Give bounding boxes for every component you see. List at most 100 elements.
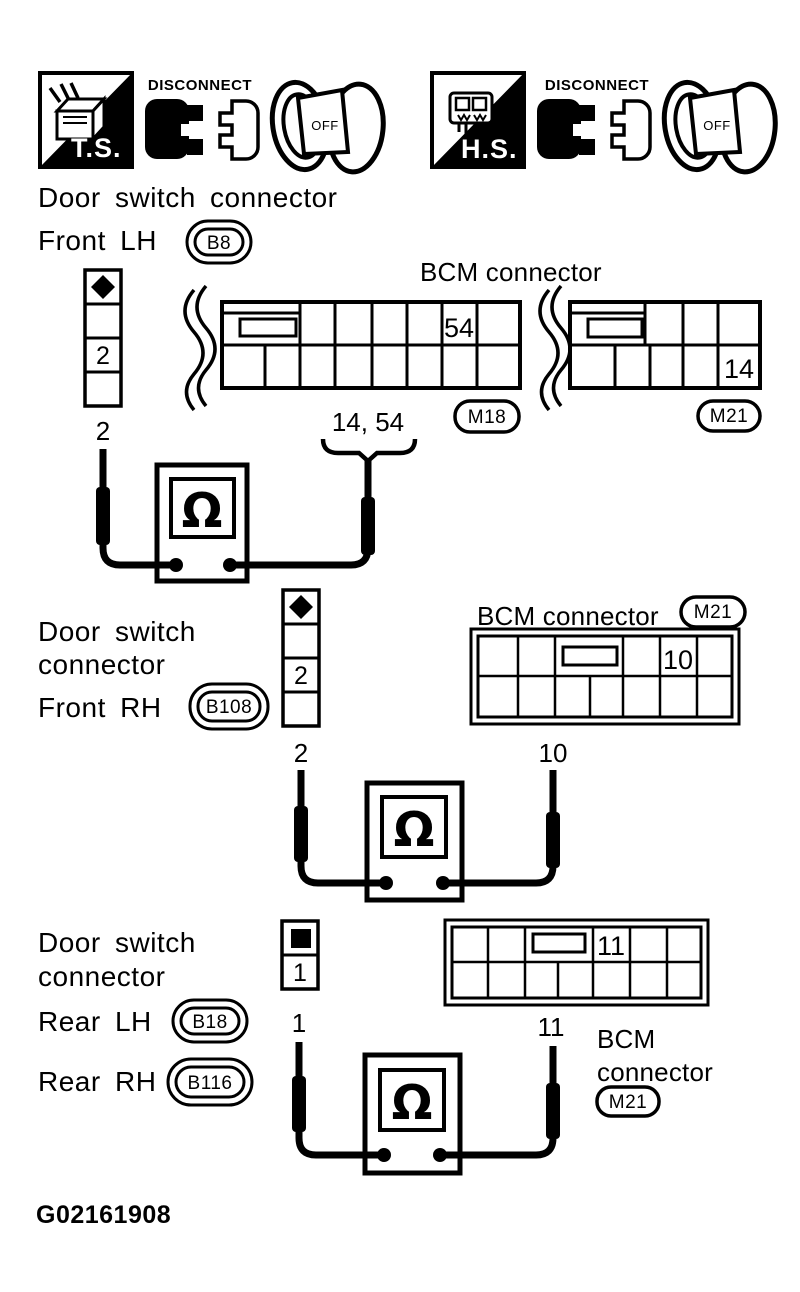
m21-code-mid: M21 <box>694 602 732 623</box>
key-off-icon-right: OFF <box>661 79 778 175</box>
keyway-slot <box>586 317 644 339</box>
b108-code: B108 <box>206 697 252 718</box>
section3-bcm-title-line1: BCM <box>597 1024 655 1054</box>
disconnect-icon-left: DISCONNECT <box>145 77 260 161</box>
wire-break-wave <box>538 288 560 412</box>
hs-label: H.S. <box>461 134 518 164</box>
probe-right <box>546 1083 560 1139</box>
keyway-slot <box>238 317 298 338</box>
connector-code-oval-b8: B8 <box>185 219 253 265</box>
wire-break-wave <box>183 288 205 412</box>
meter-terminal <box>169 558 183 572</box>
diamond-marker <box>289 595 313 619</box>
connector-code-oval-m21-bottom: M21 <box>595 1085 661 1118</box>
m18-code: M18 <box>468 407 506 428</box>
strip-pin-2: 2 <box>96 342 110 370</box>
bcm-connector-m21-mid: 10 <box>469 627 741 726</box>
ohm-symbol-3: Ω <box>392 1075 433 1131</box>
probe-pins-label: 14, 54 <box>332 407 404 437</box>
section3-rear-rh-label: Rear RH <box>38 1066 156 1097</box>
hs-badge-icon: H.S. <box>430 71 526 169</box>
bcm-connector-m18: 54 <box>183 284 522 412</box>
wire-break-wave <box>550 284 572 408</box>
meter-terminal <box>377 1148 391 1162</box>
underbrace <box>320 438 418 465</box>
ohmmeter-front-lh: Ω <box>96 449 375 584</box>
plug-outline <box>610 99 652 161</box>
section2-title-line2: connector <box>38 649 165 680</box>
strip-pin-2-rh: 2 <box>294 662 308 690</box>
door-switch-pin-strip-rear: 1 <box>280 919 320 991</box>
probe-left <box>96 487 110 545</box>
probe-right <box>361 497 375 555</box>
pin-label-1: 1 <box>292 1008 306 1038</box>
bcm-connector-m21-top: 14 <box>538 284 762 412</box>
test-lead-left <box>297 770 386 887</box>
keyway-slot <box>561 645 619 667</box>
figure-code: G02161908 <box>36 1201 171 1229</box>
connector-code-oval-b108: B108 <box>188 682 270 731</box>
section2-front-rh-label: Front RH <box>38 692 162 723</box>
meter-screen <box>169 477 236 539</box>
door-switch-pin-strip-front-lh: 2 <box>83 268 123 408</box>
wire-break-wave <box>195 284 217 408</box>
ohmmeter-front-rh: Ω <box>294 770 560 903</box>
meter-terminal <box>433 1148 447 1162</box>
strip-pin-1: 1 <box>293 959 307 987</box>
ts-label: T.S. <box>71 133 122 163</box>
connector-code-oval-m21-mid: M21 <box>679 595 747 629</box>
ohm-symbol-1: Ω <box>182 483 223 539</box>
connector-code-oval-b18: B18 <box>171 998 249 1044</box>
m21-code-top: M21 <box>710 406 748 427</box>
m18-cell-54: 54 <box>444 313 474 343</box>
plug-outline <box>218 99 260 161</box>
diamond-marker <box>91 275 115 299</box>
section2-bcm-title: BCM connector <box>477 601 659 631</box>
key-off-label-right: OFF <box>703 118 731 133</box>
test-lead-left <box>295 1042 384 1159</box>
meter-screen <box>380 795 448 859</box>
ts-tool-glyph <box>48 82 108 143</box>
section3-bcm-title-line2: connector <box>597 1057 713 1087</box>
disconnect-icon-right: DISCONNECT <box>537 77 652 161</box>
key-off-label-left: OFF <box>311 118 339 133</box>
disconnect-label-right: DISCONNECT <box>545 77 649 94</box>
section2-title-line1: Door switch <box>38 616 196 647</box>
probe-left <box>292 1076 306 1132</box>
pin-label-11: 11 <box>538 1012 565 1042</box>
b116-code: B116 <box>188 1073 233 1094</box>
meter-terminal <box>436 876 450 890</box>
probe-left <box>294 806 308 862</box>
section1-front-lh-label: Front LH <box>38 225 157 256</box>
section3-title-line2: connector <box>38 961 165 992</box>
connector-code-oval-m21-top: M21 <box>696 399 762 433</box>
section3-title-line1: Door switch <box>38 927 196 958</box>
key-off-icon-left: OFF <box>269 79 386 175</box>
ohmmeter-rear: Ω <box>292 1042 560 1176</box>
section1-bcm-title: BCM connector <box>420 257 602 287</box>
pin-label-10: 10 <box>539 738 568 768</box>
bcm-connector-m21-bottom: 11 <box>443 918 710 1007</box>
m21-cell-11: 11 <box>597 931 625 961</box>
test-lead-right <box>230 461 372 569</box>
section1-title: Door switch connector <box>38 182 338 213</box>
b8-code: B8 <box>207 233 231 254</box>
square-marker <box>291 929 311 948</box>
test-lead-left <box>99 449 176 569</box>
ohm-symbol-2: Ω <box>394 802 435 858</box>
section3-rear-lh-label: Rear LH <box>38 1006 152 1037</box>
ts-badge-icon: T.S. <box>38 71 134 169</box>
pin-label-2: 2 <box>96 416 110 446</box>
m21-cell-14: 14 <box>724 354 754 384</box>
keyway-slot <box>531 932 587 954</box>
m21-cell-10: 10 <box>663 645 693 675</box>
probe-right <box>546 812 560 868</box>
hs-tool-glyph <box>448 91 494 135</box>
door-switch-pin-strip-front-rh: 2 <box>281 588 321 728</box>
connector-code-oval-b116: B116 <box>166 1057 254 1107</box>
m21-code-bottom: M21 <box>609 1092 647 1113</box>
disconnect-label-left: DISCONNECT <box>148 77 252 94</box>
meter-terminal <box>379 876 393 890</box>
